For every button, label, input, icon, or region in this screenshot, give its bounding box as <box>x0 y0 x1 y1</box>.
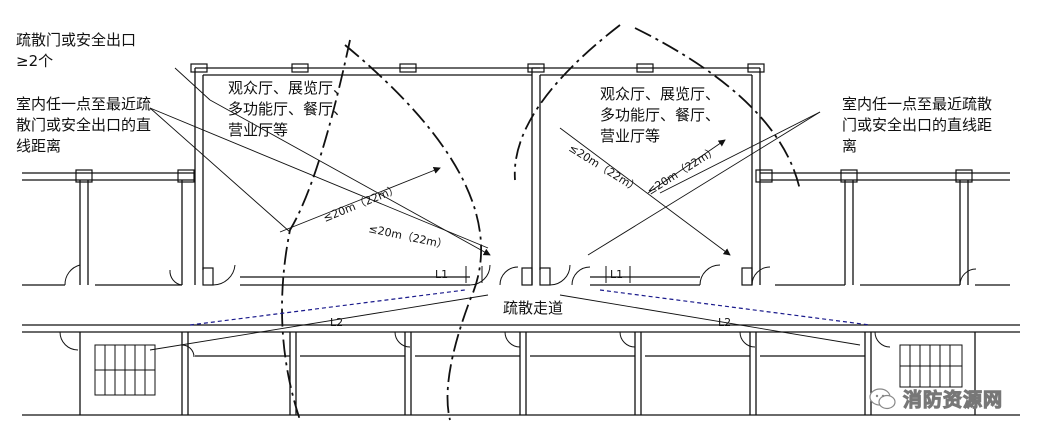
watermark-text: 消防资源网 <box>902 389 1003 412</box>
l1-label-left: L1 <box>435 268 448 281</box>
l2-label-right: L2 <box>718 316 731 329</box>
l2-label-left: L2 <box>330 316 343 329</box>
rooms-left-line-3: 营业厅等 <box>228 121 289 139</box>
columns <box>75 63 973 286</box>
l2-dashed-lines <box>189 289 871 326</box>
l1-markers <box>465 266 631 283</box>
l1-label-right: L1 <box>610 268 623 281</box>
stair-left <box>94 344 156 396</box>
rooms-right-line-2: 多功能厅、餐厅、 <box>600 106 721 124</box>
label-exits: 疏散门或安全出口 ≥2个 <box>16 30 136 72</box>
watermark: 消防资源网 <box>869 385 1003 412</box>
radius-label-c: ≤20m（22m） <box>566 142 641 196</box>
distance-left-line-1: 室内任一点至最近疏 <box>16 95 152 113</box>
distance-right-line-3: 离 <box>842 137 858 155</box>
label-distance-left: 室内任一点至最近疏 散门或安全出口的直 线距离 <box>16 94 151 157</box>
radius-label-a: ≤20m（22m） <box>321 183 401 225</box>
distance-left-line-3: 线距离 <box>16 137 62 155</box>
distance-right-line-1: 室内任一点至最近疏散 <box>842 95 993 113</box>
distance-lines <box>149 67 861 351</box>
walls <box>22 67 1020 416</box>
label-distance-right: 室内任一点至最近疏散 门或安全出口的直线距 离 <box>842 94 992 157</box>
wechat-icon <box>869 387 896 409</box>
rooms-left-line-2: 多功能厅、餐厅、 <box>228 100 349 118</box>
exits-required-text: 疏散门或安全出口 <box>16 31 137 49</box>
rooms-left-line-1: 观众厅、展览厅、 <box>228 79 349 97</box>
label-rooms-left: 观众厅、展览厅、 多功能厅、餐厅、 营业厅等 <box>228 78 348 141</box>
rooms-right-line-3: 营业厅等 <box>600 127 661 145</box>
rooms-right-line-1: 观众厅、展览厅、 <box>600 85 721 103</box>
distance-right-line-2: 门或安全出口的直线距 <box>842 116 993 134</box>
distance-left-line-2: 散门或安全出口的直 <box>16 116 152 134</box>
radius-label-d: ≤20m（22m） <box>645 144 720 198</box>
stair-right <box>899 344 963 388</box>
label-corridor: 疏散走道 <box>503 299 564 317</box>
door-swings <box>59 264 977 358</box>
exits-count-text: ≥2个 <box>16 52 54 70</box>
radius-arcs <box>281 24 801 421</box>
label-rooms-right: 观众厅、展览厅、 多功能厅、餐厅、 营业厅等 <box>600 84 720 147</box>
